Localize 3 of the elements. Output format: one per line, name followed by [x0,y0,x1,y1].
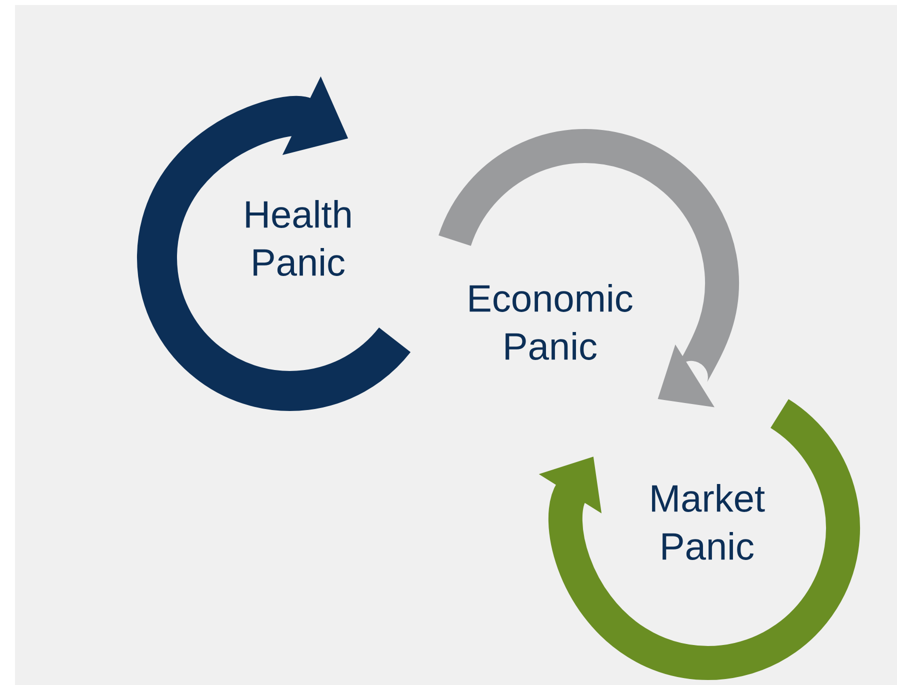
label-text: Market Panic [652,484,765,560]
label-text: Health Panic [246,200,350,276]
label-text: Economic Panic [470,284,632,360]
